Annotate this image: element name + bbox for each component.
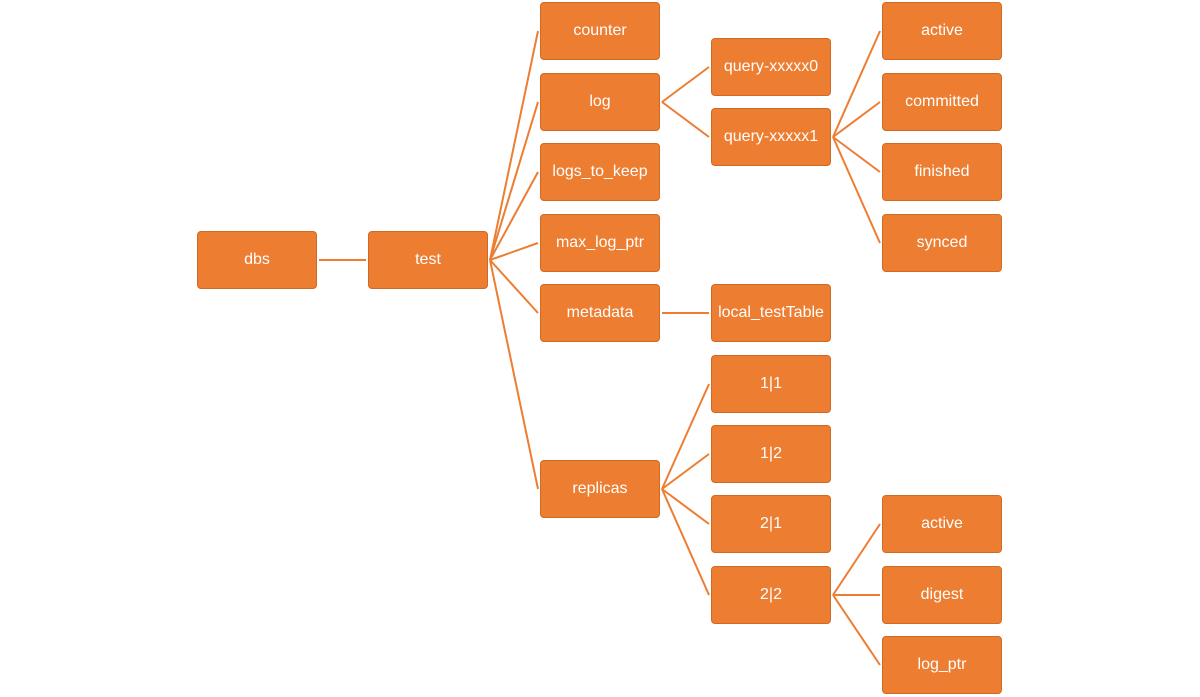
edge-test-counter — [489, 30, 539, 261]
node-log: log — [540, 73, 660, 131]
edge-test-metadata — [489, 259, 539, 314]
node-query-active: active — [882, 2, 1002, 60]
node-metadata: metadata — [540, 284, 660, 342]
node-query-0: query-xxxxx0 — [711, 38, 831, 96]
node-replica-digest: digest — [882, 566, 1002, 624]
edge-replicas-r12 — [661, 453, 710, 490]
edge-test-log — [489, 101, 539, 261]
edge-test-logs_to_keep — [489, 171, 539, 261]
edge-replicas-r11 — [661, 383, 710, 490]
node-replica-active: active — [882, 495, 1002, 553]
node-query-synced: synced — [882, 214, 1002, 272]
edge-query1-q_committed — [832, 101, 881, 138]
node-query-1: query-xxxxx1 — [711, 108, 831, 166]
edge-query1-q_synced — [832, 136, 881, 244]
edge-log-query1 — [661, 101, 710, 138]
node-counter: counter — [540, 2, 660, 60]
node-replica-1-1: 1|1 — [711, 355, 831, 413]
node-dbs: dbs — [197, 231, 317, 289]
edge-query1-q_active — [832, 30, 881, 138]
node-replica-1-2: 1|2 — [711, 425, 831, 483]
edge-query1-q_finished — [832, 136, 881, 173]
edge-test-replicas — [489, 259, 539, 490]
node-test: test — [368, 231, 488, 289]
node-replicas: replicas — [540, 460, 660, 518]
edge-log-query0 — [661, 66, 710, 103]
node-max-log-ptr: max_log_ptr — [540, 214, 660, 272]
node-replica-2-2: 2|2 — [711, 566, 831, 624]
node-query-finished: finished — [882, 143, 1002, 201]
node-local-testtable: local_testTable — [711, 284, 831, 342]
node-query-committed: committed — [882, 73, 1002, 131]
node-logs-to-keep: logs_to_keep — [540, 143, 660, 201]
edge-replicas-r22 — [661, 488, 710, 596]
edge-r22-r_active — [832, 523, 881, 596]
edge-test-max_log_ptr — [489, 242, 539, 261]
node-replica-2-1: 2|1 — [711, 495, 831, 553]
node-replica-log-ptr: log_ptr — [882, 636, 1002, 694]
edge-replicas-r21 — [661, 488, 710, 525]
edge-r22-r_log_ptr — [832, 594, 881, 666]
